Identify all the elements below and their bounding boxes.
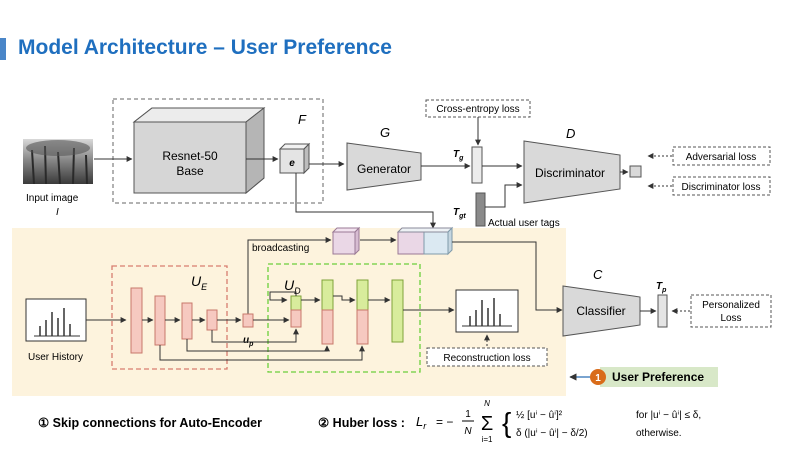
decoder-box xyxy=(267,263,421,373)
discriminator-loss-label: Discriminator loss xyxy=(682,182,761,193)
label-D: D xyxy=(566,126,575,141)
input-image-label: Input image xyxy=(26,193,79,204)
formula-frac-num: 1 xyxy=(465,409,471,420)
page-title: Model Architecture – User Preference xyxy=(18,36,392,59)
feature-extractor-box xyxy=(112,98,324,204)
decoder-layer-1 xyxy=(290,295,302,328)
badge-circle xyxy=(590,369,606,385)
reconstruction-loss-label: Reconstruction loss xyxy=(443,353,530,364)
label-tgt: Tgt xyxy=(453,207,466,220)
label-UE: UE xyxy=(191,273,208,292)
label-C: C xyxy=(593,267,603,282)
formula-lhs: Lr xyxy=(416,414,427,431)
encoder-layer-2 xyxy=(154,295,166,346)
encoder-layer-4 xyxy=(206,309,218,331)
formula-eq: = − xyxy=(436,415,453,429)
formula-brace: { xyxy=(502,407,511,438)
badge-number: 1 xyxy=(595,373,601,384)
generator-label: Generator xyxy=(357,162,411,176)
user-history-label: User History xyxy=(28,352,83,363)
discriminator-loss-box xyxy=(672,176,771,196)
formula-cond1: for |uⁱ − ûⁱ| ≤ δ, xyxy=(636,410,701,421)
latent-up xyxy=(242,313,254,328)
huber-formula: Lr = − 1 N N Σ i=1 { ½ [uⁱ − ûⁱ]² δ (|uⁱ… xyxy=(416,399,701,444)
classifier-block xyxy=(562,285,641,337)
input-image xyxy=(23,139,93,185)
formula-sum-bot: i=1 xyxy=(482,435,493,444)
personalized-loss-label-2: Loss xyxy=(720,313,741,324)
formula-sum-top: N xyxy=(484,399,490,408)
broadcast-cube-small xyxy=(331,226,361,256)
label-e: e xyxy=(289,158,295,169)
cross-entropy-label: Cross-entropy loss xyxy=(436,104,519,115)
reconstruction-loss-box xyxy=(426,347,548,367)
broadcasting-label: broadcasting xyxy=(252,243,309,254)
tag-vector-tp xyxy=(657,294,668,328)
formula-sum-sign: Σ xyxy=(481,413,493,435)
resnet-label-1: Resnet-50 xyxy=(162,149,218,163)
resnet-block xyxy=(132,106,266,195)
formula-cond2: otherwise. xyxy=(636,428,682,439)
user-preference-tag-bg xyxy=(600,367,718,387)
decoder-layer-2 xyxy=(321,279,334,345)
decoder-output-layer xyxy=(391,279,404,343)
formula-case2: δ (|uⁱ − ûⁱ| − δ/2) xyxy=(516,428,588,439)
personalized-loss-box xyxy=(690,294,772,328)
reconstruction-output xyxy=(455,289,519,333)
encoder-layer-1 xyxy=(130,287,143,354)
label-tp: Tp xyxy=(656,281,667,294)
concat-cube xyxy=(396,226,454,256)
label-tg: Tg xyxy=(453,149,464,162)
adversarial-loss-label: Adversarial loss xyxy=(686,152,757,163)
tag-vector-tgt xyxy=(475,192,486,227)
title-accent-bar xyxy=(0,38,6,60)
user-preference-label: User Preference xyxy=(612,370,704,384)
discriminator-label: Discriminator xyxy=(535,166,605,180)
generator-block xyxy=(346,142,422,191)
tag-vector-tg xyxy=(471,146,483,184)
formula-case1: ½ [uⁱ − ûⁱ]² xyxy=(516,410,563,421)
formula-frac-den: N xyxy=(464,426,472,437)
discriminator-block xyxy=(523,140,621,204)
encoder-layer-3 xyxy=(181,302,193,340)
huber-loss-note: ② Huber loss : xyxy=(318,416,405,430)
discriminator-output xyxy=(629,165,642,178)
actual-tags-label: Actual user tags xyxy=(488,218,560,229)
skip-connections-note: ① Skip connections for Auto-Encoder xyxy=(38,416,262,430)
embedding-e xyxy=(278,142,311,175)
resnet-label-2: Base xyxy=(176,164,204,178)
adversarial-loss-box xyxy=(672,146,771,166)
encoder-box xyxy=(111,265,228,370)
label-F: F xyxy=(298,112,307,127)
input-image-symbol: I xyxy=(56,207,59,218)
personalized-loss-label-1: Personalized xyxy=(702,300,760,311)
label-up: up xyxy=(243,335,254,348)
user-history-icon xyxy=(25,298,87,342)
label-G: G xyxy=(380,125,390,140)
classifier-label: Classifier xyxy=(576,304,625,318)
label-UD: UD xyxy=(284,277,301,296)
decoder-layer-3 xyxy=(356,279,369,345)
